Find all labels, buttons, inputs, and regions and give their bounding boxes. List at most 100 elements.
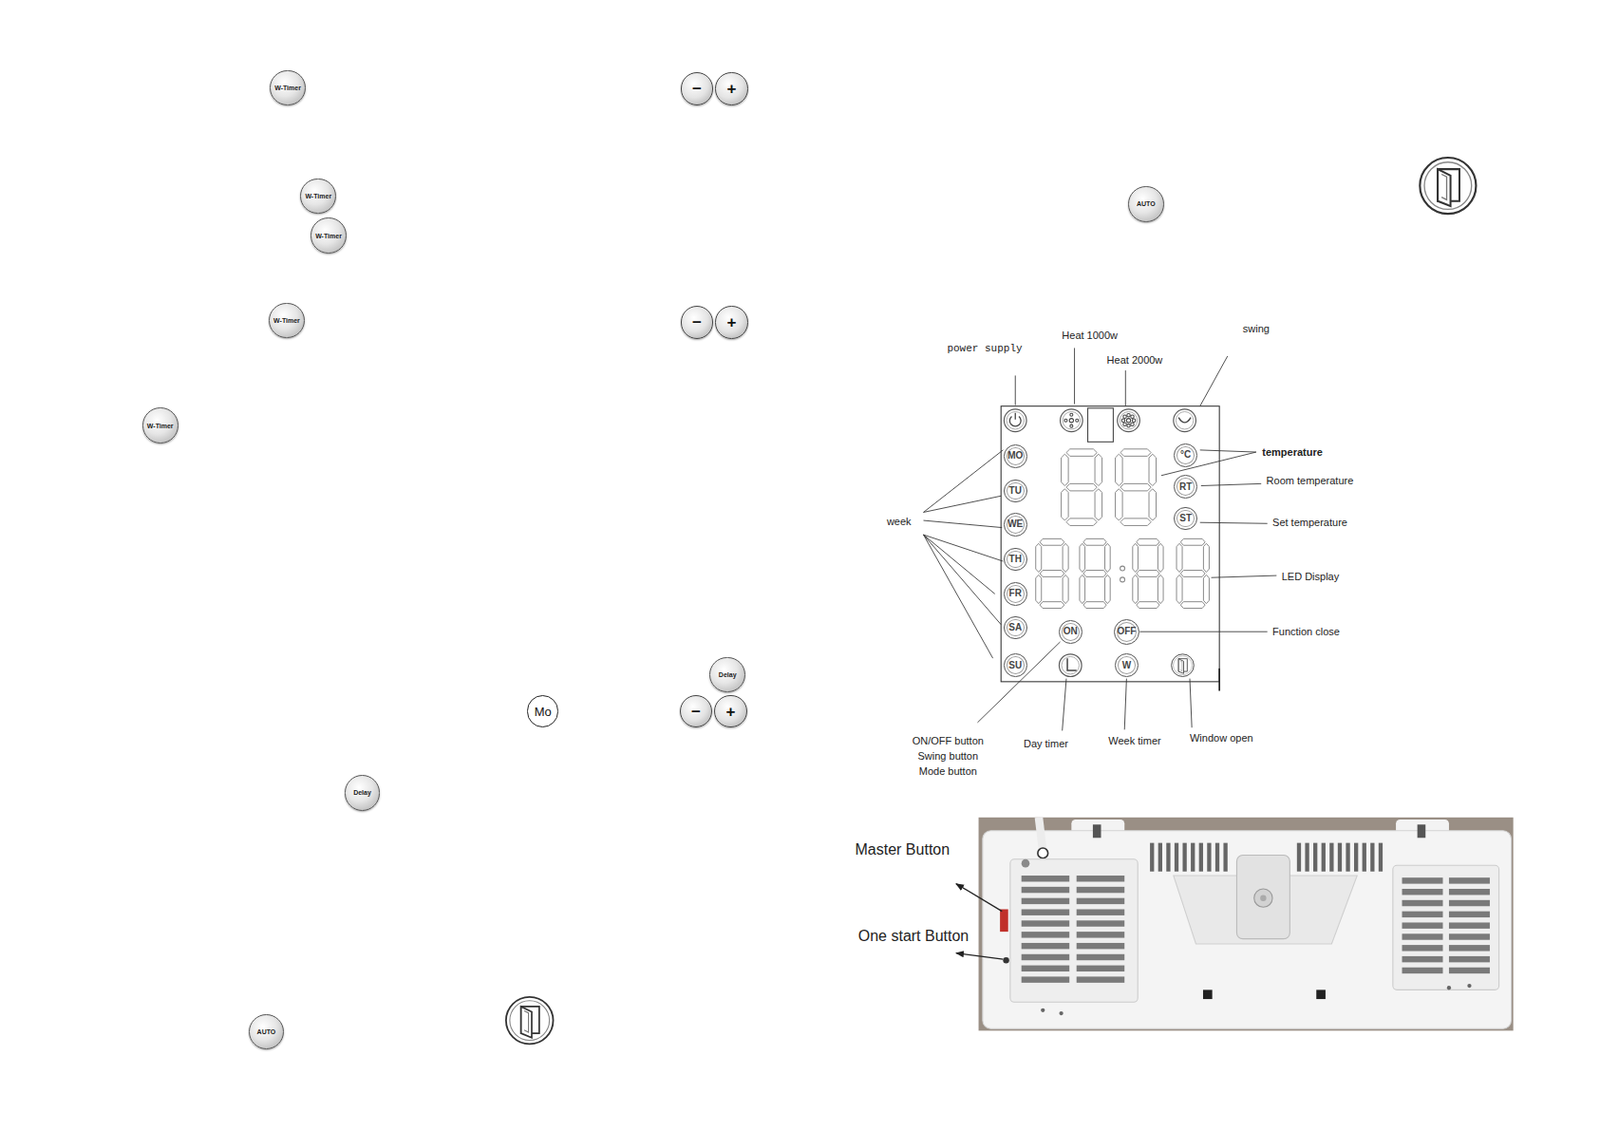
heater-back-photo	[982, 830, 1512, 1029]
lcd-symbol-icons	[1067, 658, 1077, 671]
lcd-symbol-icons	[1126, 418, 1130, 423]
button-label: MO	[1007, 451, 1023, 461]
lcd-symbol-icons	[1127, 413, 1130, 416]
heater-back-photo	[1076, 965, 1126, 972]
button-label: TU	[1009, 486, 1022, 496]
callout-label: swing	[1242, 323, 1270, 337]
button-icon: AUTO	[248, 1014, 285, 1051]
heater-back-photo	[1402, 944, 1444, 951]
heater-back-photo	[1417, 824, 1427, 838]
lcd-symbol-icons	[1127, 424, 1130, 428]
heater-back-photo	[1362, 843, 1367, 872]
lcd-symbol-icons	[1075, 418, 1079, 422]
leader-lines	[1073, 347, 1075, 404]
callout-label: LED Display	[1281, 571, 1340, 584]
leader-lines	[977, 641, 1060, 723]
lcd-symbol-icons	[1062, 412, 1080, 430]
button-label: +	[727, 80, 737, 97]
callout-label: Day timer	[1023, 738, 1069, 752]
lcd-symbol-icons	[1121, 418, 1125, 422]
lcd-indicator: RT	[1173, 474, 1198, 499]
button-label: Delay	[353, 789, 372, 796]
leader-lines	[923, 534, 1002, 625]
heater-back-photo	[1040, 1008, 1045, 1013]
heater-back-photo	[1392, 865, 1500, 990]
button-icon: AUTO	[1128, 186, 1165, 223]
window-open-icon	[1171, 654, 1195, 678]
leader-lines	[1189, 678, 1192, 729]
callout-label: Week timer	[1108, 735, 1161, 749]
heater-back-photo	[1010, 859, 1138, 1002]
lcd-panel	[1000, 406, 1220, 692]
button-label: −	[692, 80, 702, 97]
callout-label: Master Button	[855, 841, 951, 860]
heater-back-photo	[1345, 843, 1350, 872]
heater-back-photo	[1076, 908, 1126, 915]
heater-back-photo	[1254, 888, 1273, 907]
heater-back-photo	[1076, 954, 1126, 960]
callout-arrows	[956, 953, 1003, 960]
leader-lines	[1124, 678, 1127, 731]
lcd-indicator: MO	[1003, 444, 1028, 469]
lcd-digits	[1061, 449, 1103, 527]
lcd-indicator: FR	[1003, 582, 1028, 606]
lcd-digits	[1079, 538, 1111, 608]
heater-back-photo	[1190, 843, 1195, 872]
button-label: AUTO	[1136, 200, 1156, 208]
heater-back-photo	[1316, 989, 1326, 999]
leader-lines	[1015, 375, 1017, 405]
heater-back-photo	[1076, 920, 1126, 926]
heater-back-photo	[1402, 933, 1444, 940]
heater-back-photo	[1402, 922, 1444, 928]
callout-label: week	[886, 516, 912, 529]
heater-back-photo	[1021, 931, 1071, 938]
window-open-icon	[1419, 157, 1476, 214]
leader-lines	[923, 495, 1002, 512]
heater-back-photo	[1260, 894, 1266, 901]
heater-back-photo	[1329, 843, 1334, 872]
button-label: W-Timer	[274, 84, 302, 92]
heater-back-photo	[1076, 976, 1126, 982]
button-label: ST	[1179, 513, 1192, 524]
heater-back-photo	[1304, 843, 1309, 872]
leader-lines	[1211, 575, 1278, 578]
window-open-icon	[506, 997, 554, 1045]
callout-arrows	[956, 884, 1003, 960]
heater-back-photo	[1378, 843, 1383, 872]
heater-back-photo	[1021, 898, 1071, 904]
heater-back-photo	[1354, 843, 1358, 872]
lcd-symbol-icons	[1061, 656, 1079, 674]
callout-label: One start Button	[858, 927, 970, 946]
heater-back-photo	[1449, 877, 1490, 884]
lcd-digits	[1120, 577, 1126, 583]
heater-back-photo	[1076, 942, 1126, 949]
heater-back-photo	[1021, 886, 1071, 893]
lcd-indicator: ON	[1058, 620, 1083, 644]
leader-lines	[1200, 356, 1228, 407]
heater-back-photo	[1402, 956, 1444, 962]
callout-label: ON/OFF button Swing button Mode button	[903, 733, 992, 779]
heater-back-photo	[1206, 843, 1211, 872]
button-label: RT	[1179, 482, 1192, 492]
heater-back-photo	[1203, 989, 1213, 999]
heater-back-photo	[999, 908, 1009, 932]
lcd-indicator: SU	[1003, 653, 1028, 678]
button-label: AUTO	[257, 1028, 277, 1036]
heater-back-photo	[978, 817, 1514, 1032]
lcd-panel	[1000, 406, 1220, 682]
plus-minus-button: +	[714, 695, 747, 728]
button-label: °C	[1180, 450, 1191, 460]
heater-back-photo	[1449, 944, 1490, 951]
leader-lines	[923, 534, 994, 659]
leader-lines	[923, 450, 1004, 513]
callout-label: Function close	[1272, 626, 1340, 640]
leader-lines	[1200, 522, 1268, 524]
lcd-digits	[1132, 538, 1164, 608]
lcd-symbol-icons	[1178, 417, 1191, 423]
heater-back-photo	[1215, 843, 1220, 872]
button-icon: W-Timer	[300, 178, 337, 215]
plus-minus-button: +	[715, 72, 748, 105]
heater-back-photo	[1321, 843, 1326, 872]
heater-back-photo	[1370, 843, 1375, 872]
